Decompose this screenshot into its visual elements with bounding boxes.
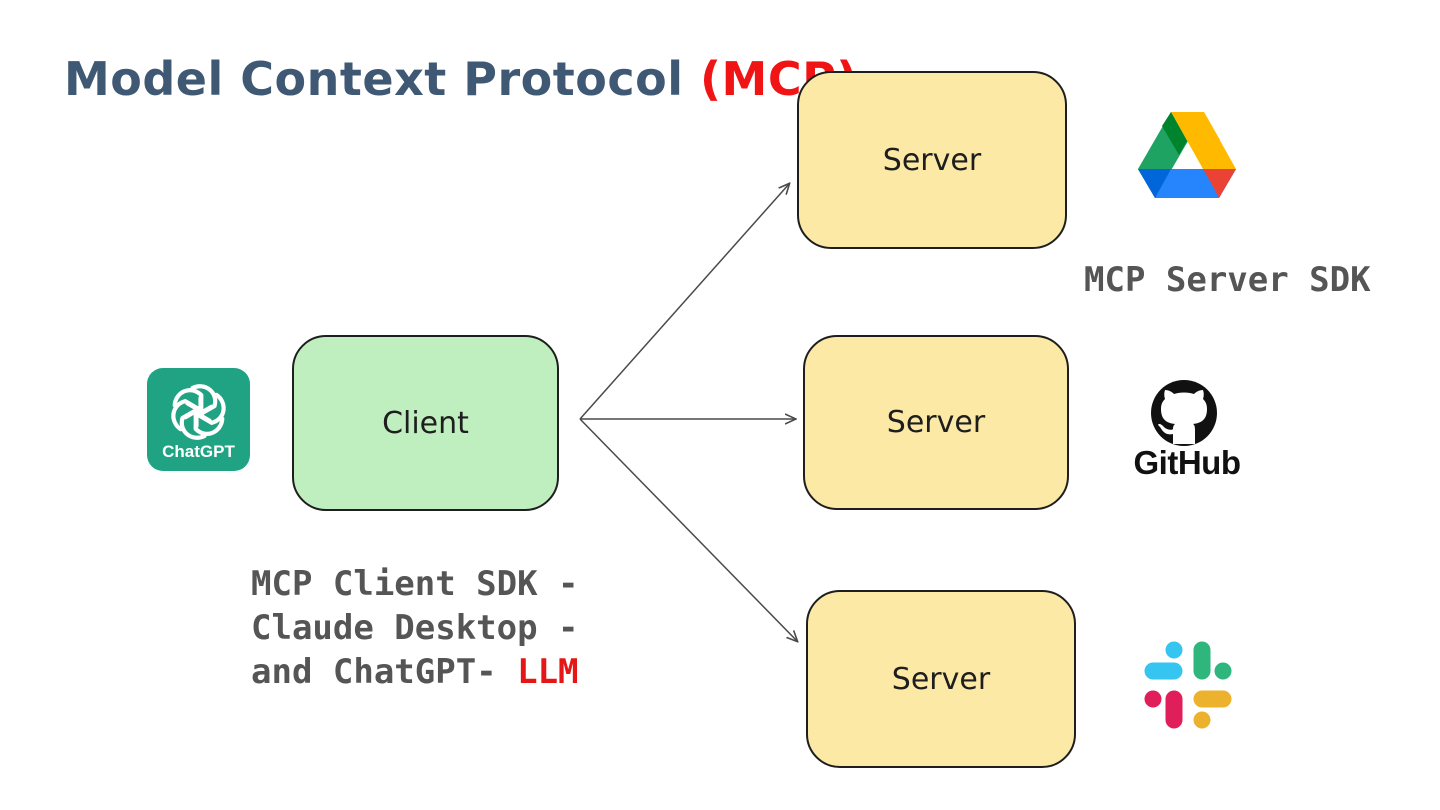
server-sdk-text: MCP Server SDK: [1084, 260, 1371, 300]
google-drive-icon: [1138, 112, 1236, 198]
chatgpt-logo-icon: [171, 384, 226, 440]
page-title: Model Context Protocol (MCP): [64, 52, 858, 106]
chatgpt-logo: ChatGPT: [147, 368, 250, 471]
client-note-line-2: Claude Desktop -: [251, 608, 579, 648]
github-logo-label: GitHub: [1133, 444, 1241, 481]
server-box-1: Server: [797, 71, 1067, 249]
client-note-line-1: MCP Client SDK -: [251, 564, 579, 604]
server-box-label: Server: [891, 661, 991, 697]
chatgpt-logo-label: ChatGPT: [162, 442, 235, 461]
server-box-2: Server: [803, 335, 1069, 510]
client-box-label: Client: [382, 405, 469, 441]
arrow-client-to-server-3: [579, 418, 797, 641]
client-sdk-note: MCP Client SDK - Claude Desktop - and Ch…: [251, 562, 579, 694]
client-box: Client: [292, 335, 559, 511]
github-octocat-icon: [1151, 380, 1217, 446]
title-main: Model Context Protocol: [64, 52, 701, 106]
client-note-llm: LLM: [517, 652, 579, 692]
server-sdk-note: MCP Server SDK: [1084, 258, 1371, 302]
client-note-line-3-main: and ChatGPT-: [251, 652, 518, 692]
server-box-label: Server: [882, 142, 982, 178]
server-box-3: Server: [806, 590, 1076, 768]
server-box-label: Server: [886, 405, 986, 440]
arrow-client-to-server-1: [579, 184, 789, 420]
slack-icon: [1144, 641, 1232, 729]
client-note-line-3: and ChatGPT- LLM: [251, 650, 579, 694]
